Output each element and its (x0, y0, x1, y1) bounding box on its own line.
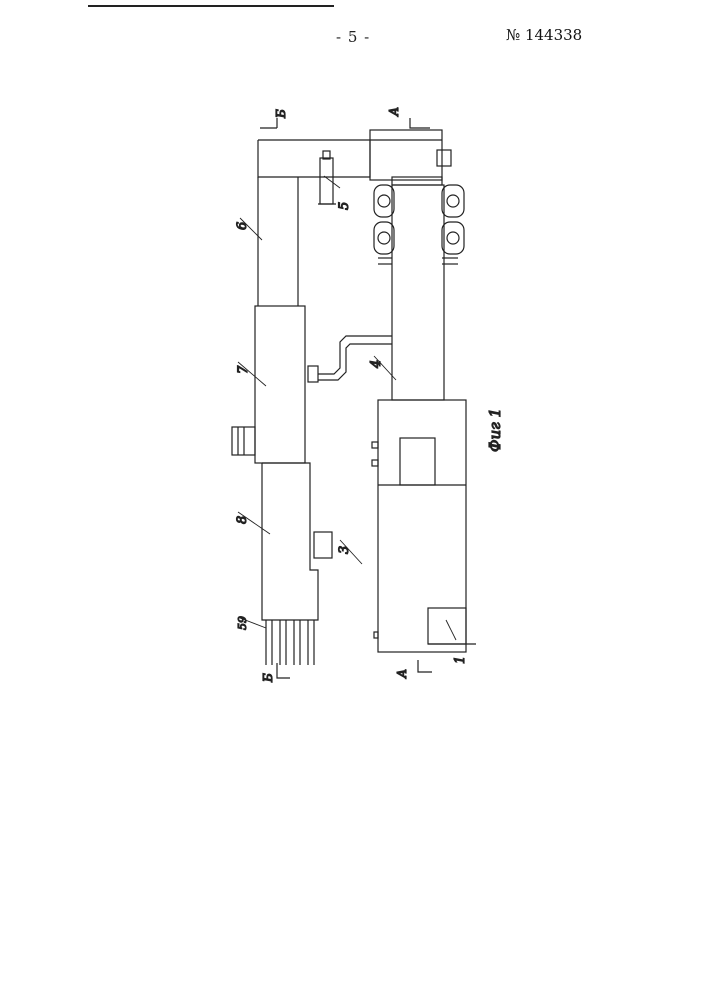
label-1: 1 (453, 656, 468, 664)
label-59: 59 (236, 616, 249, 630)
label-8: 8 (235, 516, 250, 524)
section-b-bottom: Б (261, 673, 275, 683)
figure-caption: Фиг 1 (486, 408, 504, 452)
label-6: 6 (235, 222, 250, 230)
chamber-7 (232, 306, 305, 463)
top-right-block (370, 130, 451, 185)
unit-3 (372, 400, 466, 652)
label-3: 3 (337, 546, 352, 554)
chamber-8 (262, 463, 332, 620)
section-a-bottom: А (395, 669, 409, 679)
label-4: 4 (369, 360, 384, 369)
leader-lines (238, 176, 456, 640)
section-a-top: А (387, 107, 401, 117)
output-rods-59 (266, 620, 314, 665)
part-1 (428, 608, 476, 644)
chamber-6 (258, 140, 370, 306)
connecting-pipe (308, 336, 392, 382)
drive-rollers (374, 185, 464, 264)
label-7: 7 (236, 365, 251, 374)
section-b-top: Б (274, 109, 288, 119)
conveyor-4 (392, 185, 444, 400)
label-5: 5 (337, 202, 352, 210)
